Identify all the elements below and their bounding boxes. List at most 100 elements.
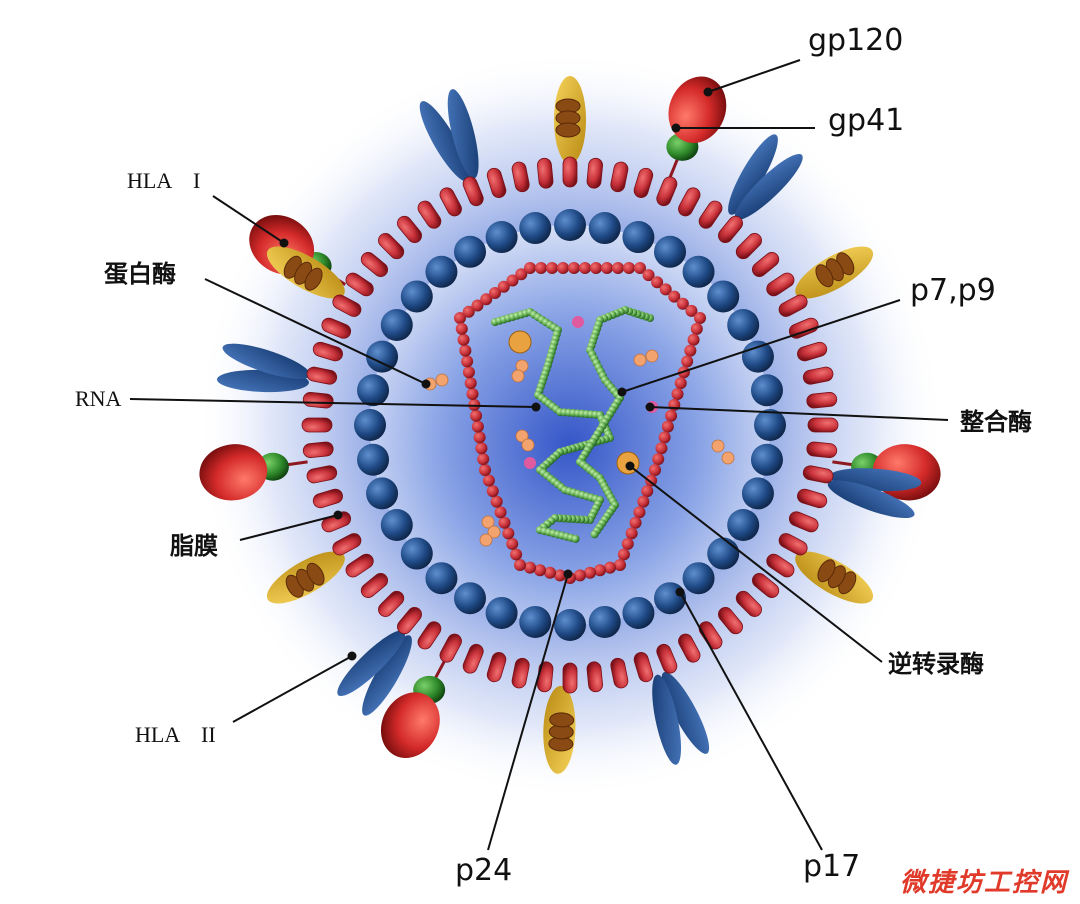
lipid-bead [462, 176, 484, 207]
capsid-protein-bead [557, 262, 569, 274]
label-p17: p17 [803, 849, 861, 884]
capsid-protein-bead [455, 322, 468, 335]
hla-ii-molecule [652, 671, 710, 765]
lipid-bead [462, 643, 484, 674]
leader-line [649, 406, 949, 421]
leader-dot [563, 569, 573, 579]
lipid-bead [332, 294, 362, 317]
leader-dot [645, 402, 655, 412]
matrix-protein-bead [519, 605, 552, 638]
matrix-protein-bead [622, 221, 655, 254]
capsid-protein-bead [629, 516, 642, 529]
capsid-protein-bead [514, 559, 526, 571]
capsid-protein-bead [568, 262, 580, 274]
matrix-protein-bead [454, 582, 486, 615]
lipid-bead [439, 187, 462, 217]
lipid-bead [417, 621, 442, 650]
core-interior [370, 225, 770, 625]
lipid-bead [806, 441, 838, 458]
lipid-bead [345, 272, 374, 297]
capsid-protein-bead [477, 453, 490, 466]
lipid-bead [306, 366, 338, 385]
matrix-protein-bead [554, 209, 586, 241]
capsid-protein-bead [651, 276, 664, 289]
matrix-protein-bead [727, 509, 760, 541]
protease-enzyme [511, 369, 525, 383]
capsid-protein-bead [490, 495, 503, 508]
hla-i-molecule [543, 685, 576, 774]
hla-i-molecule [266, 551, 345, 604]
lipid-bead [698, 200, 723, 229]
label-p7-p9: p7,p9 [910, 273, 996, 308]
label-integrase: 整合酶 [960, 408, 1032, 436]
capsid-protein-bead [594, 564, 606, 577]
lipid-bead [610, 657, 629, 689]
capsid-protein-bead [482, 474, 495, 487]
lipid-bead [633, 652, 654, 683]
leader-dot [421, 379, 431, 389]
matrix-protein-bead [380, 309, 413, 341]
capsid-protein-bead [502, 527, 515, 540]
protease-enzyme [487, 525, 501, 539]
label-rna: RNA [75, 386, 122, 411]
label-hla-i: HLA I [127, 168, 201, 193]
lipid-bead [562, 662, 578, 694]
matrix-protein-bead [588, 605, 621, 638]
capsid-protein-bead [665, 409, 678, 422]
hla-i-molecule [266, 246, 345, 299]
lipid-bead [678, 187, 701, 217]
hla-i-molecule [554, 76, 586, 164]
capsid-protein-bead [612, 262, 624, 274]
integrase-enzyme [524, 457, 536, 469]
lipid-bead [735, 233, 762, 260]
matrix-protein-bead [366, 340, 399, 373]
capsid-protein-bead [459, 344, 472, 357]
capsid-protein-bead [633, 506, 646, 519]
matrix-protein-bead [425, 255, 458, 288]
capsid-protein-bead [524, 561, 536, 574]
capsid-protein-bead [534, 564, 546, 577]
capsid-protein-bead [681, 355, 694, 368]
capsid-protein-bead [684, 344, 697, 357]
capsid-protein-bead [625, 527, 638, 540]
capsid-protein-bead [524, 262, 536, 274]
capsid-protein-bead [506, 537, 519, 550]
capsid-protein-bead [454, 312, 466, 324]
capsid-protein-bead [470, 409, 483, 422]
capsid-protein-bead [658, 431, 671, 444]
lipid-bead [511, 161, 530, 193]
lipid-bead [378, 233, 405, 260]
capsid-protein-bead [621, 537, 634, 550]
capsid-protein-bead [486, 485, 499, 498]
rna-strand [571, 534, 580, 543]
lipid-bead [306, 465, 338, 484]
lipid-bead [802, 366, 834, 385]
capsid-protein-bead [687, 333, 700, 346]
lipid-bead [312, 341, 343, 362]
leader-line [629, 465, 883, 663]
label-p24: p24 [455, 853, 513, 888]
capsid-protein-bead [510, 548, 523, 561]
capsid-protein-bead [494, 506, 507, 519]
matrix-protein-bead [485, 221, 518, 254]
leader-line [621, 299, 901, 393]
hla-i-molecule [795, 246, 874, 299]
capsid-protein-bead [655, 442, 668, 455]
lipid-bead [586, 661, 603, 693]
matrix-protein-bead [454, 235, 486, 268]
protease-enzyme [515, 429, 529, 443]
leader-line [212, 195, 285, 244]
capsid-protein-bead [690, 322, 703, 335]
watermark-logo: 微捷坊工控网 [900, 868, 1069, 898]
matrix-protein-bead [400, 537, 433, 570]
lipid-bead [751, 573, 780, 598]
matrix-protein-bead [554, 609, 586, 641]
lipid-bead [778, 533, 808, 556]
capsid-protein-bead [480, 293, 493, 306]
lipid-bead [345, 553, 374, 578]
matrix-protein-bead [357, 374, 390, 407]
protease-enzyme [435, 373, 449, 387]
capsid-protein-bead [614, 559, 626, 571]
capsid-protein-bead [554, 569, 566, 582]
